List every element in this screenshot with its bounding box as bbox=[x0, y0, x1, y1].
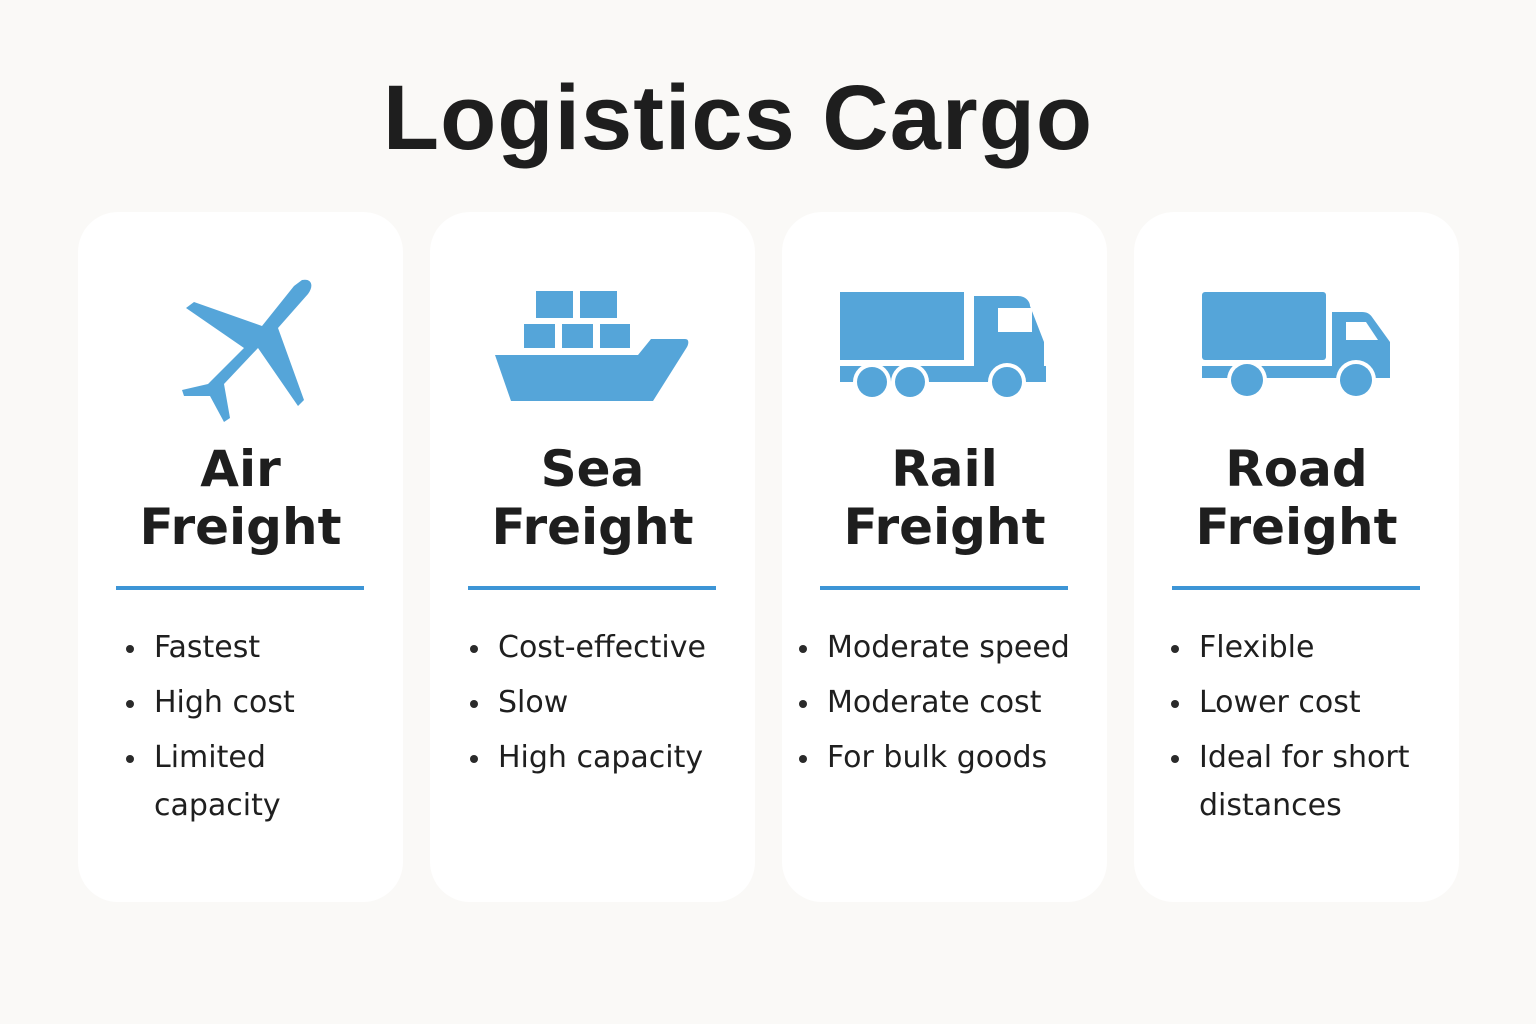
airplane-icon bbox=[78, 272, 403, 422]
card-heading: Road Freight bbox=[1195, 440, 1398, 556]
list-item: High cost bbox=[126, 679, 399, 727]
list-item: Lower cost bbox=[1171, 679, 1439, 727]
list-item: Slow bbox=[470, 679, 743, 727]
card-heading: Air Freight bbox=[139, 440, 342, 556]
card-heading: Rail Freight bbox=[843, 440, 1046, 556]
feature-list: Cost-effective Slow High capacity bbox=[430, 624, 743, 789]
card-sea-freight: Sea Freight Cost-effective Slow High cap… bbox=[430, 212, 755, 902]
divider bbox=[1172, 586, 1420, 590]
card-heading: Sea Freight bbox=[491, 440, 694, 556]
card-rail-freight: Rail Freight Moderate speed Moderate cos… bbox=[782, 212, 1107, 902]
delivery-truck-icon bbox=[1134, 272, 1459, 422]
list-item: High capacity bbox=[470, 734, 743, 782]
list-item: Flexible bbox=[1171, 624, 1439, 672]
list-item: Cost-effective bbox=[470, 624, 743, 672]
list-item: Limited capacity bbox=[126, 734, 399, 830]
page-title: Logistics Cargo bbox=[382, 67, 1094, 169]
feature-list: Flexible Lower cost Ideal for short dist… bbox=[1134, 624, 1439, 837]
feature-list: Moderate speed Moderate cost For bulk go… bbox=[782, 624, 1107, 789]
list-item: Fastest bbox=[126, 624, 399, 672]
freight-truck-icon bbox=[782, 272, 1107, 422]
list-item: Ideal for short distances bbox=[1171, 734, 1439, 830]
list-item: Moderate speed bbox=[799, 624, 1107, 672]
divider bbox=[468, 586, 716, 590]
card-road-freight: Road Freight Flexible Lower cost Ideal f… bbox=[1134, 212, 1459, 902]
divider bbox=[116, 586, 364, 590]
card-air-freight: Air Freight Fastest High cost Limited ca… bbox=[78, 212, 403, 902]
feature-list: Fastest High cost Limited capacity bbox=[78, 624, 399, 837]
list-item: Moderate cost bbox=[799, 679, 1107, 727]
divider bbox=[820, 586, 1068, 590]
list-item: For bulk goods bbox=[799, 734, 1107, 782]
ship-icon bbox=[430, 272, 755, 422]
